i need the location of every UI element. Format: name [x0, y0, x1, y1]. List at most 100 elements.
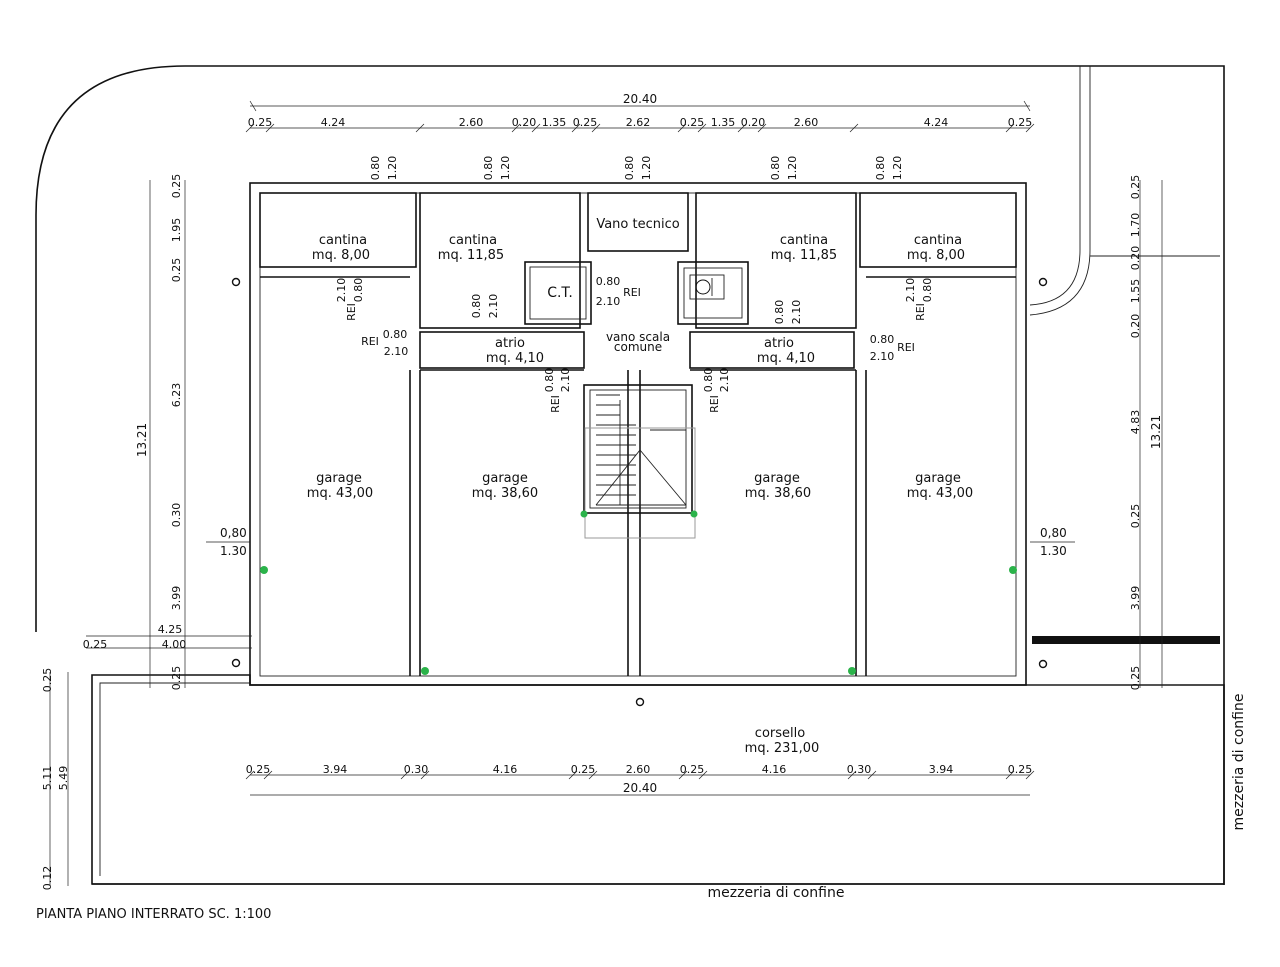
bottom-dimensions [250, 774, 1030, 796]
right-segment-dim: 0.20 [1129, 314, 1142, 339]
sprinkler-marker [260, 566, 268, 574]
bottom-segment-dim: 0.25 [571, 763, 596, 776]
rei-label: REI [708, 395, 721, 413]
window-width-dim: 0.80 [874, 156, 887, 181]
sprinkler-marker [848, 667, 856, 675]
dimension-tick [588, 770, 598, 780]
bottom-total-dim: 20.40 [623, 781, 657, 795]
door-width-dim: 0.80 [596, 275, 621, 288]
cantina-1-wall [259, 192, 417, 268]
door-width-dim: 0.80 [773, 300, 786, 325]
dimension-tick [737, 123, 747, 133]
door-height-dim: 2.10 [790, 300, 803, 325]
left-segment-dim: 6.23 [170, 383, 183, 408]
door-height-dim: 2.10 [559, 368, 572, 393]
right-segment-dim: 4.83 [1129, 410, 1142, 435]
dimension-tick [849, 123, 859, 133]
column-marker [1038, 277, 1048, 287]
right-segment-dim: 0.25 [1129, 175, 1142, 200]
atrio-1-area: mq. 4,10 [486, 351, 544, 366]
dimension-tick [415, 123, 425, 133]
dimension-tick [847, 770, 857, 780]
garage-door-h-left: 1.30 [220, 544, 247, 558]
cantina-3-wall [695, 192, 857, 329]
door-height-dim: 2.10 [487, 294, 500, 319]
garage-door-w-right: 0,80 [1040, 526, 1067, 540]
cantina-2-wall [419, 192, 581, 329]
top-segment-dim: 1.35 [542, 116, 567, 129]
door-width-dim: 0.80 [921, 278, 934, 303]
offset-dim-a: 4.25 [158, 623, 183, 636]
right-segment-dim: 0.25 [1129, 666, 1142, 691]
lot-boundary-right-inner [1029, 66, 1091, 316]
top-segment-dim: 0.20 [741, 116, 766, 129]
left-segment-labels: 0.251.950.256.230.303.990.25 [170, 174, 183, 691]
dimension-tick [263, 770, 273, 780]
dimension-tick [698, 770, 708, 780]
top-segment-dim: 0.25 [248, 116, 273, 129]
sprinkler-marker [580, 510, 588, 518]
bottom-segment-dim: 4.16 [762, 763, 787, 776]
staircase [583, 384, 696, 539]
bottom-segment-dim: 0.25 [680, 763, 705, 776]
cantina-1-area: mq. 8,00 [312, 248, 370, 263]
window-height-dim: 1.20 [786, 156, 799, 181]
garage-1-name: garage [316, 471, 362, 486]
garage-3-name: garage [754, 471, 800, 486]
dimension-tick [571, 123, 581, 133]
bottom-segment-dim: 0.25 [1008, 763, 1033, 776]
top-segment-dim: 0.25 [1008, 116, 1033, 129]
right-segment-dim: 3.99 [1129, 586, 1142, 611]
drawing-title: PIANTA PIANO INTERRATO SC. 1:100 [36, 907, 271, 922]
door-width-dim: 0.80 [470, 294, 483, 319]
top-segment-dim: 1.35 [711, 116, 736, 129]
top-segment-dim: 2.62 [626, 116, 651, 129]
building-outer-wall [249, 182, 1027, 686]
bottom-segment-dim: 0.30 [404, 763, 429, 776]
garage-4-name: garage [915, 471, 961, 486]
corsello-name: corsello [755, 726, 805, 741]
bottom-segment-dim: 0.30 [847, 763, 872, 776]
top-segment-dim: 4.24 [924, 116, 949, 129]
atrio-1-name: atrio [495, 336, 525, 351]
door-width-dim: 0.80 [870, 333, 895, 346]
dimension-tick [1025, 770, 1035, 780]
top-segment-dim: 0.25 [680, 116, 705, 129]
rei-label: REI [549, 395, 562, 413]
top-dimensions [249, 100, 1031, 129]
rei-label: REI [623, 286, 641, 299]
dimension-tick [265, 123, 275, 133]
dimension-tick [1025, 123, 1035, 133]
cantina-2-area: mq. 11,85 [438, 248, 504, 263]
window-width-dim: 0.80 [369, 156, 382, 181]
door-height-dim: 2.10 [335, 278, 348, 303]
vano-tecnico-label: Vano tecnico [596, 217, 679, 232]
atrio-2-wall [689, 331, 855, 369]
column-marker [635, 697, 645, 707]
sprinkler-marker [421, 667, 429, 675]
atrio-2-area: mq. 4,10 [757, 351, 815, 366]
left-segment-dim: 0.25 [170, 258, 183, 283]
garage-door-h-right: 1.30 [1040, 544, 1067, 558]
bottom-segment-dim: 3.94 [323, 763, 348, 776]
rei-label: REI [345, 303, 358, 321]
top-segment-dim: 0.25 [573, 116, 598, 129]
window-height-dim: 1.20 [891, 156, 904, 181]
vano-tecnico-wall [587, 192, 689, 252]
far-left-dim-b: 5.11 [41, 766, 54, 791]
cantina-1-name: cantina [319, 233, 367, 248]
right-segment-dim: 0.20 [1129, 246, 1142, 271]
left-segment-dim: 0.30 [170, 503, 183, 528]
window-height-dim: 1.20 [640, 156, 653, 181]
cantina-3-area: mq. 11,85 [771, 248, 837, 263]
ct-wall [524, 261, 592, 325]
dimension-tick [677, 123, 687, 133]
lot-boundary-right-outer [1029, 66, 1081, 306]
right-segment-dim: 0.25 [1129, 504, 1142, 529]
bottom-segment-dim: 3.94 [929, 763, 954, 776]
dimension-tick [420, 770, 430, 780]
garage-3-area: mq. 38,60 [745, 486, 811, 501]
